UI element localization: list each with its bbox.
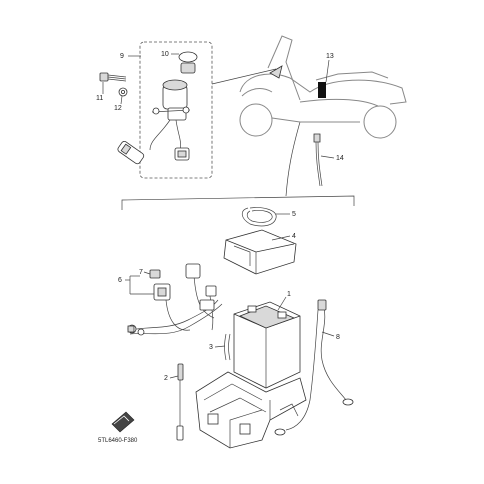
callout-3: 3 [209,344,226,351]
wire-harness [127,263,223,336]
front-direction-icon [111,411,135,433]
washer [118,87,128,97]
svg-text:4: 4 [292,233,296,240]
bolt [99,72,127,82]
svg-text:5: 5 [292,211,296,218]
battery-band [241,207,277,227]
lower-section-bracket [121,195,355,210]
svg-text:9: 9 [120,53,124,60]
fuse-part [176,363,184,441]
svg-text:11: 11 [96,95,103,102]
callout-11: 11 [96,82,103,102]
callout-14: 14 [320,155,344,162]
battery-box-frame [195,371,307,449]
callout-8: 8 [321,331,340,341]
callout-2: 2 [164,375,179,382]
callout-7: 7 [139,269,151,276]
cable-tie [313,133,323,187]
callout-5: 5 [276,211,296,218]
diagram-code: 5TL6460-F380 [98,438,138,444]
svg-text:2: 2 [164,375,168,382]
svg-text:14: 14 [336,155,344,162]
svg-text:1: 1 [287,291,291,298]
breather-hose [224,333,231,361]
callout-9: 9 [120,53,141,60]
callout-6: 6 [118,275,154,295]
callout-10: 10 [161,51,179,58]
callout-12: 12 [114,95,123,112]
battery [233,301,301,389]
svg-text:12: 12 [114,105,122,112]
battery-cover [223,229,297,275]
connector-7 [149,269,161,279]
callout-13: 13 [325,53,334,83]
battery-cable [274,299,354,436]
svg-text:13: 13 [326,53,334,60]
svg-text:7: 7 [139,269,143,276]
callout-4: 4 [271,233,296,241]
svg-text:6: 6 [118,277,122,284]
ignition-switch-assembly [117,51,198,165]
scooter-outline [239,35,407,139]
svg-text:3: 3 [209,344,213,351]
svg-text:10: 10 [161,51,169,58]
ignition-inset-box [139,41,213,179]
callout-1: 1 [277,291,291,311]
svg-text:8: 8 [336,334,340,341]
